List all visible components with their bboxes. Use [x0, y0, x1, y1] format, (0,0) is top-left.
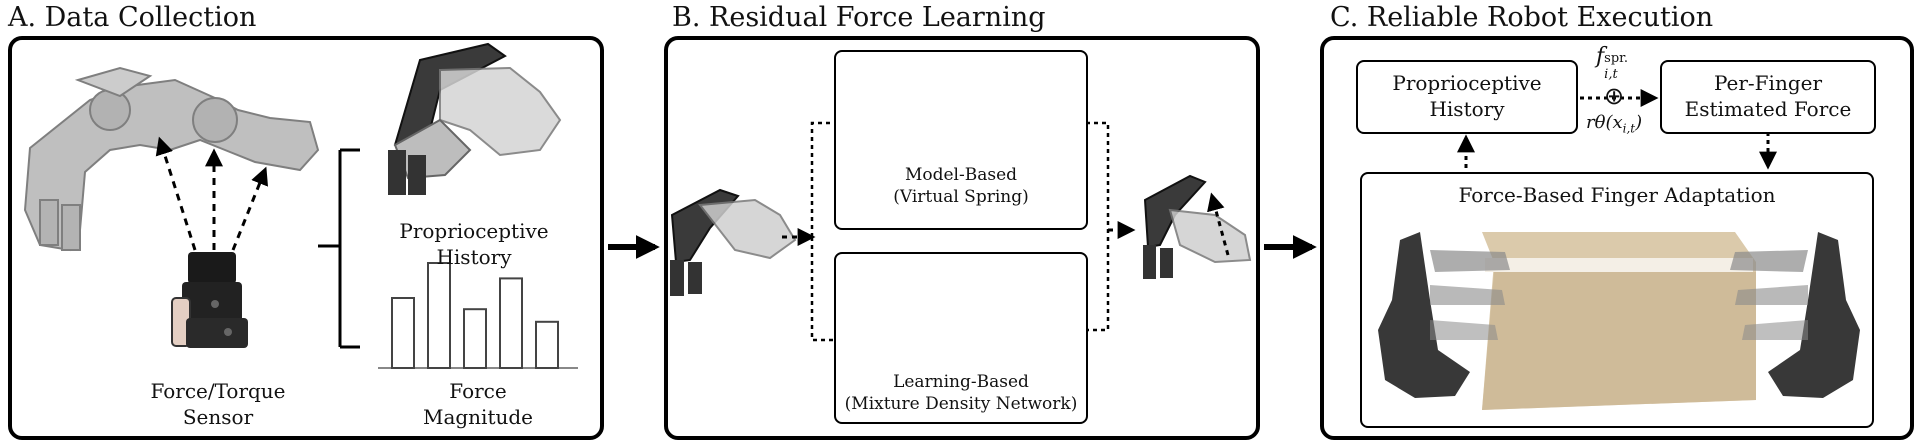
panel-c-connectors: [1457, 89, 1777, 170]
c-history-line-2: History: [1429, 97, 1505, 121]
sensor-label: Force/Torque Sensor: [118, 378, 318, 430]
estimated-force-box: Per-Finger Estimated Force: [1660, 60, 1876, 134]
model-label-line-2: (Virtual Spring): [893, 187, 1029, 207]
panel-b: [664, 36, 1260, 440]
force-magnitude-label: Force Magnitude: [378, 378, 578, 430]
force-bar: [535, 320, 559, 369]
adaptation-label: Force-Based Finger Adaptation: [1458, 183, 1776, 207]
robot-hand-icon: [1143, 174, 1252, 279]
robot-hand-icon: [388, 42, 562, 195]
force-bar: [391, 297, 415, 369]
proprioceptive-history-label: Proprioceptive History: [374, 218, 574, 270]
robot-hand-icon: [1378, 232, 1510, 398]
learning-based-label: Learning-Based (Mixture Density Network): [836, 371, 1086, 415]
force-magnitude-chart: [378, 262, 578, 370]
sensor-label-line-1: Force/Torque: [150, 379, 286, 403]
panel-b-title: B. Residual Force Learning: [672, 2, 1046, 33]
robot-hand-icon: [670, 188, 797, 296]
learning-label-line-2: (Mixture Density Network): [844, 394, 1078, 414]
panel-c: [1320, 36, 1914, 440]
estimated-line-1: Per-Finger: [1713, 71, 1823, 95]
bracket: [318, 148, 360, 349]
force-arrow: [1207, 192, 1230, 256]
magnitude-label-line-1: Force: [449, 379, 507, 403]
finger-adaptation-box: Force-Based Finger Adaptation: [1360, 172, 1874, 428]
sensor-label-line-2: Sensor: [182, 405, 254, 429]
model-based-label: Model-Based (Virtual Spring): [836, 164, 1086, 208]
history-label-line-1: Proprioceptive: [399, 219, 549, 243]
history-label-line-2: History: [436, 245, 512, 269]
oplus-symbol: ⊕: [1604, 82, 1625, 110]
grasped-box-icon: [1482, 232, 1756, 410]
residual-term: rθ(xi,t): [1586, 112, 1643, 136]
proprioceptive-history-box: Proprioceptive History: [1356, 60, 1578, 134]
learning-based-box: Learning-Based (Mixture Density Network): [834, 252, 1088, 424]
fork-lines: [810, 121, 1110, 342]
estimated-force-label: Per-Finger Estimated Force: [1662, 70, 1874, 122]
magnitude-label-line-2: Magnitude: [422, 405, 534, 429]
c-history-label: Proprioceptive History: [1358, 70, 1576, 122]
sensor-arrows: [155, 136, 269, 251]
force-torque-sensor-icon: [171, 252, 248, 348]
panel-a-title: A. Data Collection: [8, 2, 257, 33]
estimated-line-2: Estimated Force: [1684, 97, 1852, 121]
model-based-box: Model-Based (Virtual Spring): [834, 50, 1088, 230]
panel-c-title: C. Reliable Robot Execution: [1330, 2, 1714, 33]
robot-hand-icon: [1730, 232, 1860, 398]
robot-hand-icon: [23, 66, 320, 252]
force-bar: [427, 262, 451, 369]
model-label-line-1: Model-Based: [904, 165, 1018, 185]
learning-label-line-1: Learning-Based: [893, 372, 1029, 392]
c-history-line-1: Proprioceptive: [1392, 71, 1542, 95]
force-bar: [463, 308, 487, 370]
panel-a: [8, 36, 604, 440]
force-bar: [499, 277, 523, 369]
